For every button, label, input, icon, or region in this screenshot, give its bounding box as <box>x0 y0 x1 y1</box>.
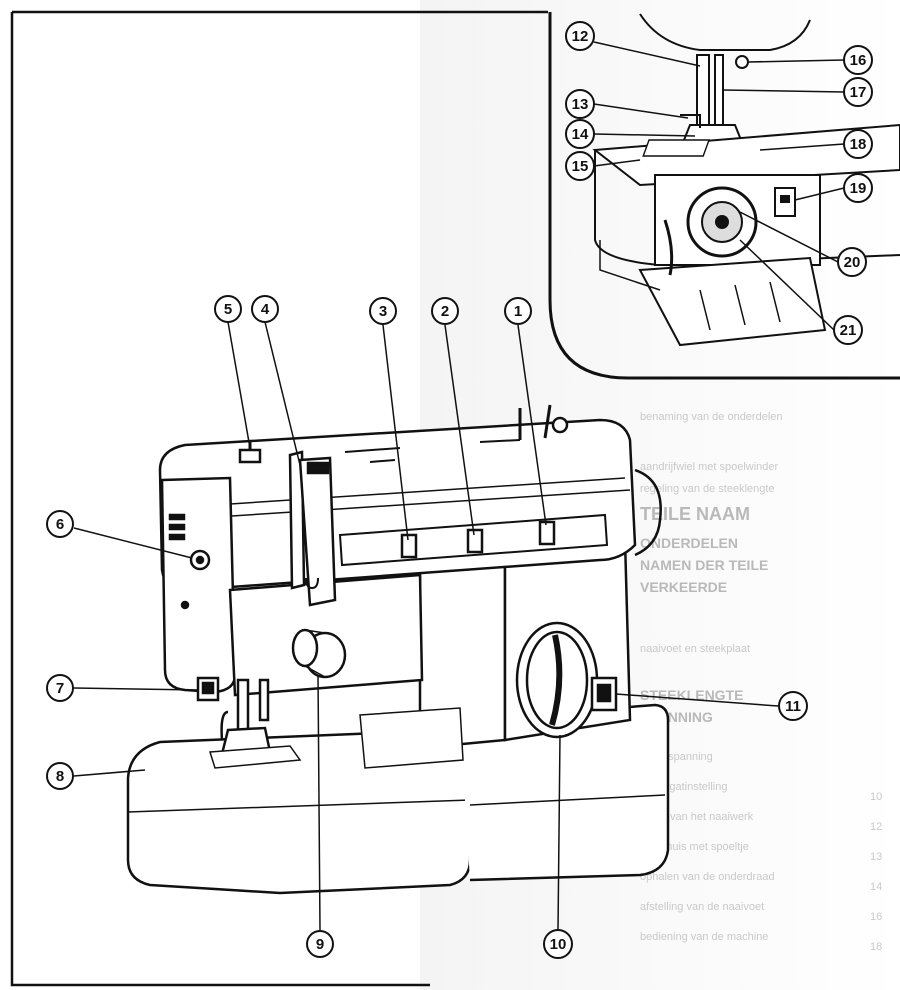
page-frame <box>10 10 548 987</box>
callout-17: 17 <box>843 77 873 107</box>
svg-text:18: 18 <box>870 941 882 953</box>
svg-text:bediening van de machine: bediening van de machine <box>640 931 768 943</box>
svg-text:afstelling van de naaivoet: afstelling van de naaivoet <box>640 901 764 913</box>
svg-text:4: 4 <box>261 301 270 318</box>
main-leaders <box>73 321 779 931</box>
svg-text:12: 12 <box>572 28 589 45</box>
callout-3: 3 <box>369 297 397 325</box>
svg-text:10: 10 <box>870 791 882 803</box>
svg-text:7: 7 <box>56 680 64 697</box>
callout-11: 11 <box>778 691 808 721</box>
svg-text:20: 20 <box>844 254 861 271</box>
callout-7: 7 <box>46 674 74 702</box>
svg-text:9: 9 <box>316 936 324 953</box>
svg-text:naaivoet en steekplaat: naaivoet en steekplaat <box>640 643 750 655</box>
callout-12: 12 <box>565 21 595 51</box>
svg-text:10: 10 <box>550 936 567 953</box>
svg-text:benaming van de onderdelen: benaming van de onderdelen <box>640 411 783 423</box>
callout-16: 16 <box>843 45 873 75</box>
svg-text:5: 5 <box>224 301 232 318</box>
svg-text:12: 12 <box>870 821 882 833</box>
svg-text:17: 17 <box>850 84 867 101</box>
callout-4: 4 <box>251 295 279 323</box>
callout-2: 2 <box>431 297 459 325</box>
svg-text:14: 14 <box>870 881 882 893</box>
svg-text:TEILE NAAM: TEILE NAAM <box>640 504 750 524</box>
callout-14: 14 <box>565 119 595 149</box>
svg-text:3: 3 <box>379 303 387 320</box>
callout-15: 15 <box>565 151 595 181</box>
callout-13: 13 <box>565 89 595 119</box>
svg-text:2: 2 <box>441 303 449 320</box>
svg-text:8: 8 <box>56 768 64 785</box>
svg-text:NAMEN DER TEILE: NAMEN DER TEILE <box>640 557 768 573</box>
svg-text:aandrijfwiel met spoelwinder: aandrijfwiel met spoelwinder <box>640 461 779 473</box>
callout-5: 5 <box>214 295 242 323</box>
svg-text:13: 13 <box>572 96 589 113</box>
needle-area-inset <box>548 12 900 380</box>
sewing-machine-illustration <box>126 404 670 895</box>
callout-9: 9 <box>306 930 334 958</box>
callout-19: 19 <box>843 173 873 203</box>
svg-text:STEEKLENGTE: STEEKLENGTE <box>640 687 743 703</box>
svg-text:16: 16 <box>850 52 867 69</box>
callout-6: 6 <box>46 510 74 538</box>
inset-leaders <box>593 41 845 331</box>
svg-text:ONDERDELEN: ONDERDELEN <box>640 535 738 551</box>
svg-text:18: 18 <box>850 136 867 153</box>
svg-text:regeling van de steeklengte: regeling van de steeklengte <box>640 483 775 495</box>
svg-text:14: 14 <box>572 126 589 143</box>
svg-text:VERKEERDE: VERKEERDE <box>640 579 727 595</box>
svg-text:21: 21 <box>840 322 857 339</box>
svg-text:19: 19 <box>850 180 867 197</box>
svg-text:11: 11 <box>785 698 801 715</box>
callout-20: 20 <box>837 247 867 277</box>
callout-8: 8 <box>46 762 74 790</box>
svg-text:1: 1 <box>514 303 522 320</box>
svg-text:15: 15 <box>572 158 589 175</box>
svg-text:ophalen van de onderdraad: ophalen van de onderdraad <box>640 871 775 883</box>
svg-text:16: 16 <box>870 911 882 923</box>
svg-text:13: 13 <box>870 851 882 863</box>
callout-21: 21 <box>833 315 863 345</box>
callout-10: 10 <box>543 929 573 959</box>
svg-text:6: 6 <box>56 516 64 533</box>
callout-1: 1 <box>504 297 532 325</box>
callout-18: 18 <box>843 129 873 159</box>
